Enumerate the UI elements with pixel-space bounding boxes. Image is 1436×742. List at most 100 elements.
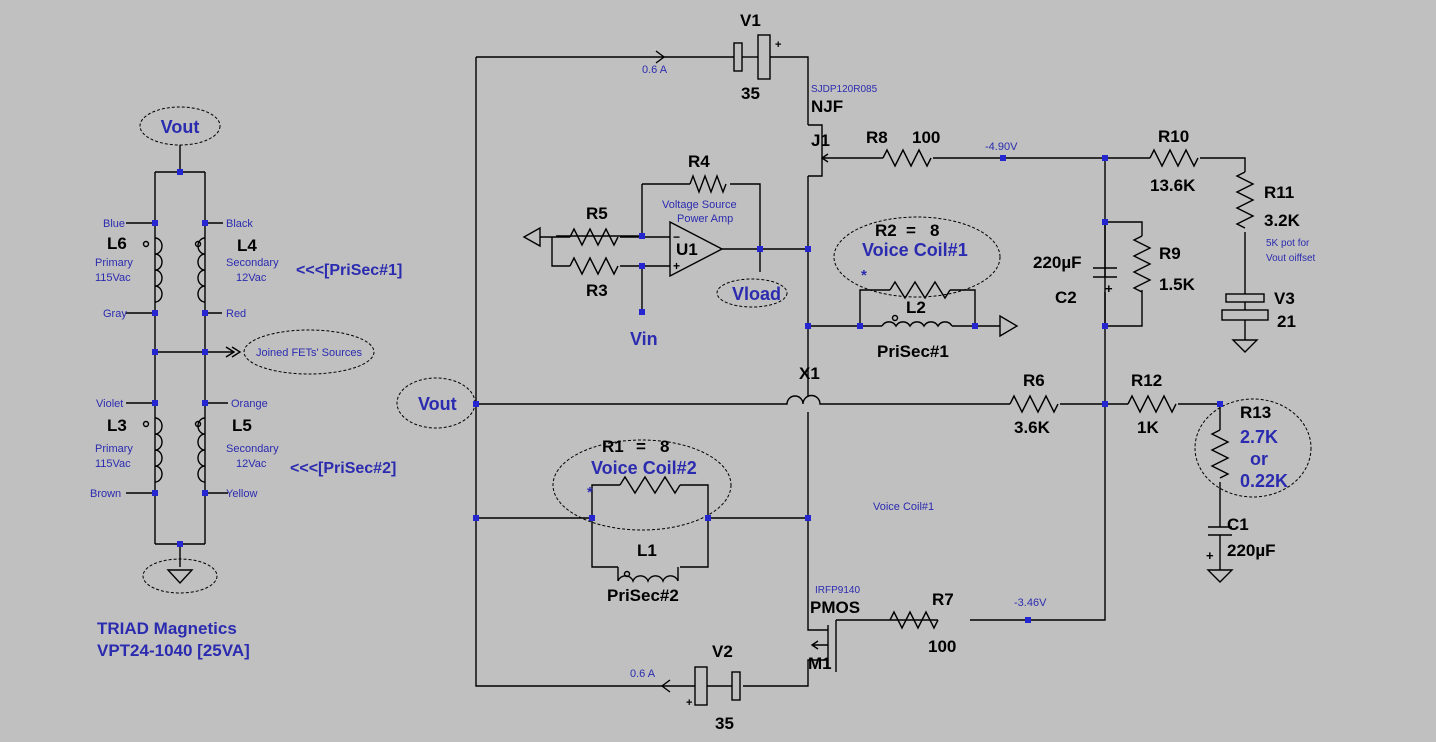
v3-value: 21 <box>1277 312 1296 331</box>
j1-model: SJDP120R085 <box>811 84 878 95</box>
vload-ellipse <box>716 278 788 308</box>
c2-ref: C2 <box>1055 288 1077 307</box>
v3-battery: V3 21 <box>1221 289 1296 353</box>
r12-resistor <box>1127 394 1177 414</box>
r8-resistor <box>882 148 932 168</box>
main-wiring <box>475 56 1246 687</box>
v1-value: 35 <box>741 84 760 103</box>
r8-value: 100 <box>912 128 940 147</box>
wire-label-violet: Violet <box>96 398 123 410</box>
coil2-title: Voice Coil#2 <box>591 458 697 478</box>
voice-coil-1: R2 = 8 Voice Coil#1 * L2 PriSec#1 <box>833 216 1019 361</box>
transformer-block: Vout Joined FETs' Sources Blue Gray Blac… <box>90 106 402 660</box>
l5-type: Secondary <box>226 443 279 455</box>
u1-minus: − <box>673 230 680 244</box>
v3-ref: V3 <box>1274 289 1295 308</box>
l5-rating: 12Vac <box>236 458 267 470</box>
coil1-star: * <box>861 267 867 284</box>
wire-label-orange: Orange <box>231 398 268 410</box>
ground-icon-coil1 <box>999 314 1019 338</box>
u1-desc1: Voltage Source <box>662 199 737 211</box>
wire-label-blue: Blue <box>103 218 125 230</box>
r9-value: 1.5K <box>1159 275 1196 294</box>
r9-resistor <box>1132 235 1152 293</box>
r3-resistor <box>569 256 619 276</box>
vout-flag-left: Vout <box>418 394 457 414</box>
wire-label-brown: Brown <box>90 488 121 500</box>
l4-rating: 12Vac <box>236 272 267 284</box>
r11-value: 3.2K <box>1264 211 1301 230</box>
coil2-r-ref: R1 <box>602 437 624 456</box>
l6-ref: L6 <box>107 234 127 253</box>
wire-label-yellow: Yellow <box>226 488 257 500</box>
r4-resistor <box>689 174 727 194</box>
coil2-l-ref: L1 <box>637 541 657 560</box>
l4-type: Secondary <box>226 257 279 269</box>
r13-value1: 2.7K <box>1240 427 1278 447</box>
c2-capacitor: + 220µF C2 <box>1033 253 1117 307</box>
coil1-l-ref: L2 <box>906 298 926 317</box>
r3-ref: R3 <box>586 281 608 300</box>
c2-value: 220µF <box>1033 253 1082 272</box>
ground-icon <box>166 569 194 585</box>
r10-ref: R10 <box>1158 127 1189 146</box>
wire-label-gray: Gray <box>103 308 127 320</box>
l4-coil <box>197 237 206 303</box>
wire-label-black: Black <box>226 218 253 230</box>
voice-coil-2: R1 = 8 Voice Coil#2 * L1 PriSec#2 <box>552 437 732 605</box>
l3-type: Primary <box>95 443 133 455</box>
r11-ref: R11 <box>1264 183 1294 202</box>
coil1-title: Voice Coil#1 <box>862 240 968 260</box>
r5-resistor <box>569 227 619 247</box>
wire-label-red: Red <box>226 308 246 320</box>
l6-type: Primary <box>95 257 133 269</box>
m1-ref: M1 <box>808 654 832 673</box>
c1-plus-sign: + <box>1206 548 1214 563</box>
transformer-maker: TRIAD Magnetics <box>97 619 237 638</box>
prisec2-label: <<<[PriSec#2] <box>290 460 396 477</box>
r12-value: 1K <box>1137 418 1159 437</box>
v2-current: 0.6 A <box>630 668 656 680</box>
c1-ref: C1 <box>1227 515 1249 534</box>
u1-plus: + <box>673 259 680 273</box>
prisec1-label: <<<[PriSec#1] <box>296 262 402 279</box>
r5-ref: R5 <box>586 204 608 223</box>
vout-flag-top: Vout <box>161 117 200 137</box>
c2-plus-sign: + <box>1105 281 1113 296</box>
c1-capacitor: + C1 220µF <box>1206 515 1276 583</box>
r13-resistor-group: R13 2.7K or 0.22K <box>1194 398 1312 498</box>
v2-plus: + <box>686 697 692 709</box>
v1-battery: V1 35 + <box>733 11 781 103</box>
ground-ellipse <box>142 558 218 594</box>
l6-coil <box>154 237 163 303</box>
v2-value: 35 <box>715 714 734 733</box>
r10-resistor <box>1149 148 1199 168</box>
current-arrow-v1 <box>655 50 666 64</box>
l6-rating: 115Vac <box>95 272 131 284</box>
l5-coil <box>197 417 206 483</box>
j1-type: NJF <box>811 97 843 116</box>
joined-sources-label: Joined FETs' Sources <box>256 347 363 359</box>
v1-plus: + <box>775 39 781 51</box>
coil2-star: * <box>587 484 593 501</box>
r7-ref: R7 <box>932 590 954 609</box>
v2-ref: V2 <box>712 642 733 661</box>
current-arrow-v2 <box>660 679 671 693</box>
j1-jfet: SJDP120R085 NJF J1 <box>808 84 878 177</box>
x1-ref: X1 <box>799 364 820 383</box>
r4-ref: R4 <box>688 152 710 171</box>
m1-type: PMOS <box>810 598 860 617</box>
v1-ref: V1 <box>740 11 761 30</box>
coil1-r-ref: R2 <box>875 221 897 240</box>
coil2-l-label: PriSec#2 <box>607 586 679 605</box>
coil1-l-label: PriSec#1 <box>877 342 949 361</box>
node-voltage-m1: -3.46V <box>1014 597 1047 609</box>
r7-value: 100 <box>928 637 956 656</box>
coil1-eq: = <box>906 221 916 240</box>
ground-icon-opamp <box>522 226 541 248</box>
l3-coil <box>154 417 163 483</box>
r13-ref: R13 <box>1240 403 1271 422</box>
v2-battery: V2 35 + <box>686 642 741 733</box>
